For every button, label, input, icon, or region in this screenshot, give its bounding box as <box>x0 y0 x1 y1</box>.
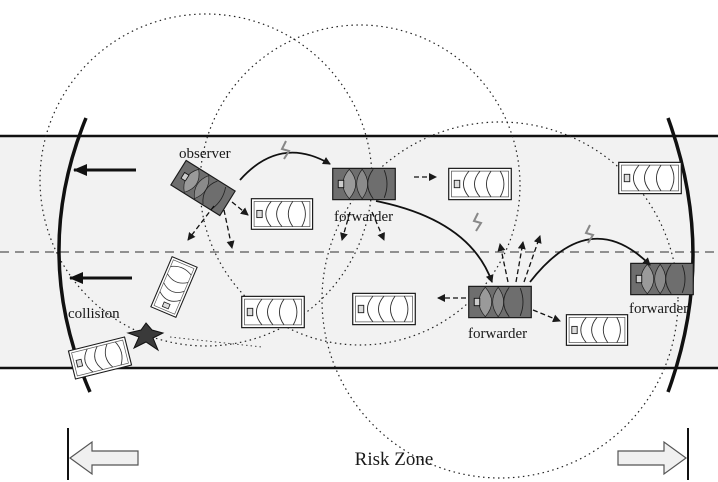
forwarder-1-label: forwarder <box>334 209 393 225</box>
forwarder-car-1 <box>333 168 396 199</box>
forwarder-car-3 <box>631 263 694 294</box>
risk-zone-extent: Risk Zone <box>68 428 688 480</box>
collision-label: collision <box>68 306 120 322</box>
forwarder-3-label: forwarder <box>629 301 688 317</box>
vehicle-5 <box>353 293 416 324</box>
risk-zone-left-arrow-icon <box>70 442 138 474</box>
risk-zone-right-arrow-icon <box>618 442 686 474</box>
observer-label: observer <box>179 146 231 162</box>
vehicle-2 <box>449 168 512 199</box>
vehicle-3 <box>619 162 682 193</box>
vehicle-4 <box>242 296 305 327</box>
vehicle-1 <box>251 199 312 230</box>
risk-zone-label: Risk Zone <box>355 449 434 470</box>
forwarder-car-2 <box>469 286 532 317</box>
forwarder-2-label: forwarder <box>468 326 527 342</box>
vehicle-6 <box>566 315 627 346</box>
